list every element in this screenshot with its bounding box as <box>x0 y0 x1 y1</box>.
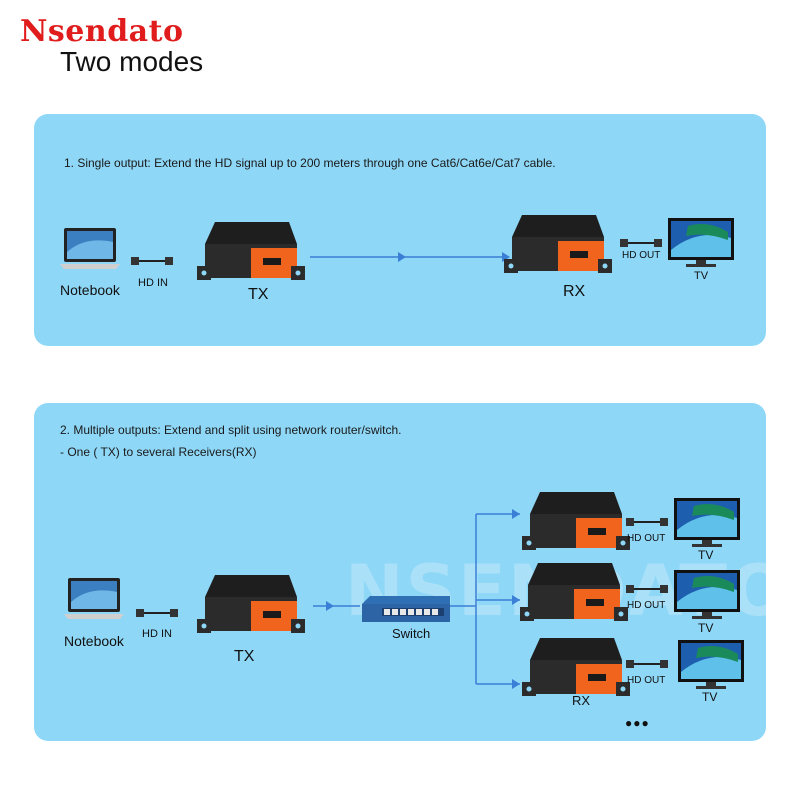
hdmi-cable-out-icon <box>626 585 668 593</box>
tv-icon <box>668 218 734 267</box>
tv-label: TV <box>698 548 714 562</box>
page-subtitle: Two modes <box>60 46 204 77</box>
transmitter-device-icon <box>197 222 305 280</box>
single-output-panel <box>34 114 766 346</box>
hd-in-label: HD IN <box>138 277 168 289</box>
rx-label: RX <box>572 693 591 708</box>
switch-label: Switch <box>392 626 431 641</box>
multiple-output-description: 2. Multiple outputs: Extend and split us… <box>60 423 402 437</box>
hd-out-label: HD OUT <box>627 600 666 611</box>
rx-label: RX <box>563 283 586 300</box>
tv-label: TV <box>694 270 709 282</box>
hdmi-cable-out-icon <box>620 239 662 247</box>
tv-label: TV <box>702 690 718 704</box>
tv-icon <box>674 498 740 547</box>
tx-label: TX <box>248 286 269 303</box>
hdmi-cable-out-icon <box>626 518 668 526</box>
notebook-icon <box>64 578 124 619</box>
receiver-device-icon <box>520 563 628 621</box>
network-switch-icon <box>362 596 450 622</box>
notebook-label: Notebook <box>60 282 120 298</box>
hd-out-label: HD OUT <box>627 675 666 686</box>
notebook-icon <box>60 228 120 269</box>
transmitter-device-icon <box>197 575 305 633</box>
notebook-label: Notebook <box>64 633 124 649</box>
more-receivers-indicator: ●●● <box>625 716 650 730</box>
single-output-description: 1. Single output: Extend the HD signal u… <box>64 156 556 170</box>
multiple-output-subdescription: - One ( TX) to several Receivers(RX) <box>60 445 257 459</box>
tx-label: TX <box>234 648 255 665</box>
tv-icon <box>678 640 744 689</box>
hdmi-cable-icon <box>136 609 178 617</box>
hd-out-label: HD OUT <box>622 250 661 261</box>
hd-in-label: HD IN <box>142 628 172 640</box>
tv-icon <box>674 570 740 619</box>
hdmi-cable-out-icon <box>626 660 668 668</box>
hdmi-cable-icon <box>131 257 173 265</box>
receiver-device-icon <box>504 215 612 273</box>
brand-logo: Nsendato <box>20 14 184 49</box>
hd-out-label: HD OUT <box>627 533 666 544</box>
receiver-device-icon <box>522 638 630 696</box>
multiple-output-panel <box>34 403 766 741</box>
receiver-device-icon <box>522 492 630 550</box>
tv-label: TV <box>698 621 714 635</box>
